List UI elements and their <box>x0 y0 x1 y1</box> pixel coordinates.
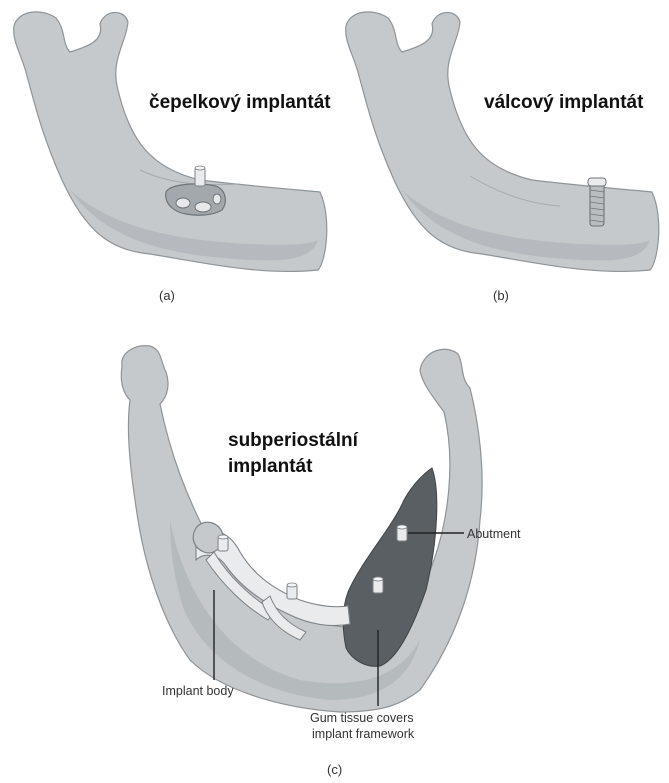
abutment-label: Abutment <box>467 527 521 541</box>
abutment-post-3 <box>373 577 383 593</box>
panel-b-caption: (b) <box>493 288 509 303</box>
panel-c-title-line1: subperiostální <box>228 430 359 451</box>
abutment-post-2 <box>287 583 297 599</box>
blade-hole-center <box>195 202 211 212</box>
abutment-post-1 <box>218 535 228 551</box>
abutment-post-4 <box>397 525 407 541</box>
panel-a: čepelkový implantát (a) <box>14 12 332 303</box>
blade-hole-right <box>213 194 221 204</box>
blade-hole-left <box>176 198 190 208</box>
cylinder-implant-head <box>588 178 606 186</box>
panel-a-caption: (a) <box>159 288 175 303</box>
blade-post-top <box>195 166 205 170</box>
jaw-bone-a <box>14 12 327 272</box>
panel-c: subperiostální implantát Abutment Implan… <box>121 346 521 777</box>
panel-b: válcový implantát (b) <box>346 12 659 303</box>
panel-b-title: válcový implantát <box>484 92 644 113</box>
implant-body-label: Implant body <box>162 684 234 698</box>
gum-tissue-label-line1: Gum tissue covers <box>310 711 414 725</box>
cylinder-implant <box>588 178 606 226</box>
panel-a-title: čepelkový implantát <box>149 92 331 113</box>
panel-c-caption: (c) <box>327 762 342 777</box>
panel-c-title-line2: implantát <box>228 456 313 477</box>
blade-post <box>195 168 205 186</box>
jaw-bone-b <box>346 12 659 272</box>
gum-tissue-label-line2: implant framework <box>312 727 415 741</box>
